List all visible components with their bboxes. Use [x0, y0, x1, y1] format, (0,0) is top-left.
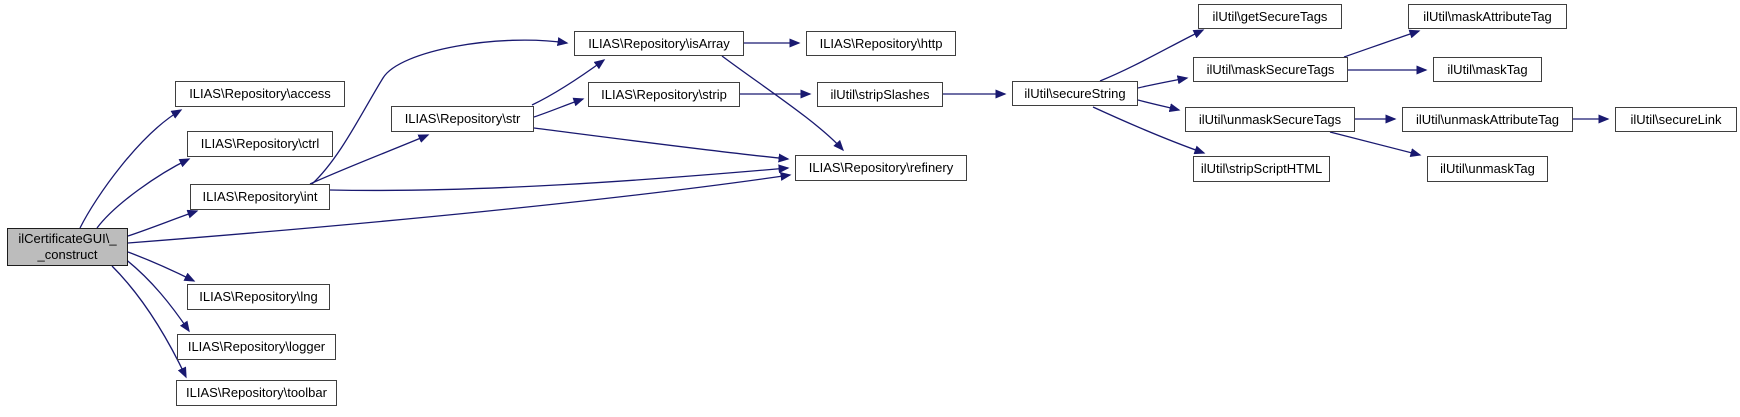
node-ilutil-masktag[interactable]: ilUtil\maskTag [1433, 57, 1542, 82]
node-ilias-repository-lng[interactable]: ILIAS\Repository\lng [187, 284, 330, 310]
node-ilias-repository-refinery[interactable]: ILIAS\Repository\refinery [795, 155, 967, 181]
edge-construct-logger [123, 257, 190, 333]
node-ilias-repository-isarray[interactable]: ILIAS\Repository\isArray [574, 31, 744, 56]
edge-masksecuretags-maskattributetag [1343, 29, 1421, 58]
edge-securestring-stripscripthtml [1092, 106, 1206, 155]
edge-str-refinery [533, 127, 790, 163]
node-ilias-repository-access[interactable]: ILIAS\Repository\access [175, 81, 345, 107]
edge-str-strip [533, 97, 585, 118]
edge-unmasksecuretags-unmasktag [1329, 131, 1422, 157]
edge-isarray-refinery [721, 55, 844, 152]
edge-securestring-unmasksecuretags [1137, 99, 1181, 113]
node-ilutil-securestring[interactable]: ilUtil\secureString [1012, 81, 1138, 106]
node-ilutil-stripslashes[interactable]: ilUtil\stripSlashes [817, 82, 943, 107]
node-ilcertificategui-construct[interactable]: ilCertificateGUI\_ _construct [7, 228, 128, 266]
edge-str-isarray [531, 59, 606, 106]
node-ilias-repository-toolbar[interactable]: ILIAS\Repository\toolbar [176, 380, 337, 406]
node-ilias-repository-strip[interactable]: ILIAS\Repository\strip [588, 82, 740, 107]
node-ilutil-stripscripthtml[interactable]: ilUtil\stripScriptHTML [1193, 156, 1330, 182]
node-ilias-repository-http[interactable]: ILIAS\Repository\http [806, 31, 956, 56]
node-ilias-repository-logger[interactable]: ILIAS\Repository\logger [177, 334, 336, 360]
node-ilutil-masksecuretags[interactable]: ilUtil\maskSecureTags [1193, 57, 1348, 82]
edge-construct-refinery [127, 171, 792, 244]
node-ilutil-unmasksecuretags[interactable]: ilUtil\unmaskSecureTags [1185, 107, 1355, 132]
edge-int-str [309, 134, 430, 185]
edge-construct-toolbar [111, 265, 187, 379]
node-ilutil-unmaskattributetag[interactable]: ilUtil\unmaskAttributeTag [1402, 107, 1573, 132]
edge-construct-lng [127, 251, 196, 282]
edge-securestring-getsecuretags [1099, 29, 1205, 82]
node-ilutil-unmasktag[interactable]: ilUtil\unmaskTag [1427, 156, 1548, 182]
edge-securestring-masksecuretags [1137, 75, 1189, 89]
node-ilutil-getsecuretags[interactable]: ilUtil\getSecureTags [1198, 4, 1342, 29]
node-ilias-repository-int[interactable]: ILIAS\Repository\int [190, 184, 330, 210]
node-ilutil-maskattributetag[interactable]: ilUtil\maskAttributeTag [1408, 4, 1567, 29]
edge-int-refinery [329, 164, 790, 192]
node-ilias-repository-ctrl[interactable]: ILIAS\Repository\ctrl [187, 131, 333, 157]
node-ilutil-securelink[interactable]: ilUtil\secureLink [1615, 107, 1737, 132]
edge-construct-ctrl [96, 158, 191, 229]
edge-construct-access [79, 109, 183, 229]
edge-int-isarray [311, 37, 569, 185]
node-ilias-repository-str[interactable]: ILIAS\Repository\str [391, 106, 534, 132]
edge-construct-int [127, 209, 199, 237]
